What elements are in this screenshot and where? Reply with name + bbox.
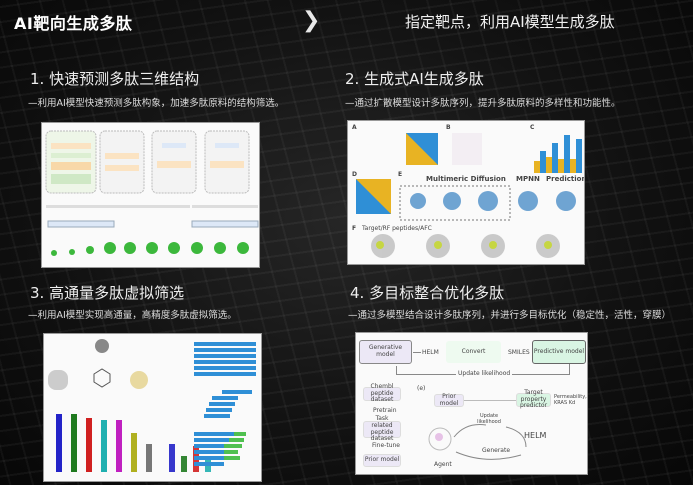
section-4-desc: —通过多模型结合设计多肽序列，并进行多目标优化（稳定性，活性，穿膜）	[348, 310, 672, 321]
section-1-desc: —利用AI模型快速预测多肽构象，加速多肽原料的结构筛选。	[28, 98, 285, 109]
prior-model-box: Prior model	[434, 393, 464, 407]
page-subtitle: 指定靶点，利用AI模型生成多肽	[405, 13, 615, 31]
section-1-heading: 1. 快速预测多肽三维结构	[30, 70, 200, 88]
section-4-heading: 4. 多目标整合优化多肽	[350, 284, 505, 302]
fig2-diffusion: Multimeric Diffusion	[426, 175, 506, 183]
helm-label: HELM	[422, 349, 439, 356]
section-2-heading: 2. 生成式AI生成多肽	[345, 70, 484, 88]
section-3-heading: 3. 高通量多肽虚拟筛选	[30, 284, 185, 302]
fig2-target: Target/RF peptides/AFC	[362, 225, 432, 232]
fig2-label-d: D	[352, 171, 357, 178]
section-2-desc: —通过扩散模型设计多肽序列，提升多肽原料的多样性和功能性。	[345, 98, 621, 109]
figure-multi-objective: Generative model HELM Convert SMILES Pre…	[355, 332, 588, 475]
update-likelihood-label: Update likelihood	[456, 370, 513, 377]
fig2-label-e: E	[398, 171, 403, 178]
generative-model-box: Generative model	[359, 340, 412, 364]
fig2-label-c: C	[530, 124, 535, 131]
smiles-label: SMILES	[508, 349, 530, 356]
figure-generative-ai: A B C D E Multimeric Diffusion MPNN Pred…	[347, 120, 585, 265]
finetune-label: Fine-tune	[372, 442, 400, 449]
figure-virtual-screening	[43, 333, 262, 482]
agent-head-icon	[428, 427, 452, 451]
figure-structure-prediction	[41, 122, 260, 268]
generate-label: Generate	[482, 447, 511, 454]
agent-cycle	[428, 424, 527, 460]
section-3-desc: —利用AI模型实现高通量，高精度多肽虚拟筛选。	[28, 310, 237, 321]
chevron-right-icon: ❯	[302, 8, 321, 33]
pretrain-label: Pretrain	[373, 407, 397, 414]
fig2-mpnn: MPNN	[516, 175, 540, 183]
task-dataset-box: Task related peptide dataset	[363, 416, 401, 442]
page-title: AI靶向生成多肽	[14, 14, 133, 33]
prior-model-box-left: Prior model	[363, 454, 401, 467]
panel-e-label: (e)	[417, 385, 426, 392]
chembl-dataset-box: Chembl peptide dataset	[363, 383, 401, 403]
structure-prediction-diagram	[45, 130, 259, 256]
fig2-label-a: A	[352, 124, 357, 131]
fig2-label-f: F	[352, 225, 357, 232]
screening-diagram	[48, 339, 256, 472]
update-likelihood-label-2: Update likelihood	[477, 413, 501, 425]
agent-label: Agent	[434, 461, 452, 468]
generative-diagram	[356, 133, 582, 258]
target-properties: Permeability, KRAS Kd	[554, 394, 587, 406]
predictive-model-box: Predictive model	[532, 340, 586, 364]
target-predictor-box: Target property predictor	[516, 389, 551, 409]
helm-label-2: HELM	[524, 431, 547, 440]
fig2-label-b: B	[446, 124, 451, 131]
fig2-prediction: Prediction	[546, 175, 585, 183]
convert-box: Convert	[446, 341, 501, 363]
